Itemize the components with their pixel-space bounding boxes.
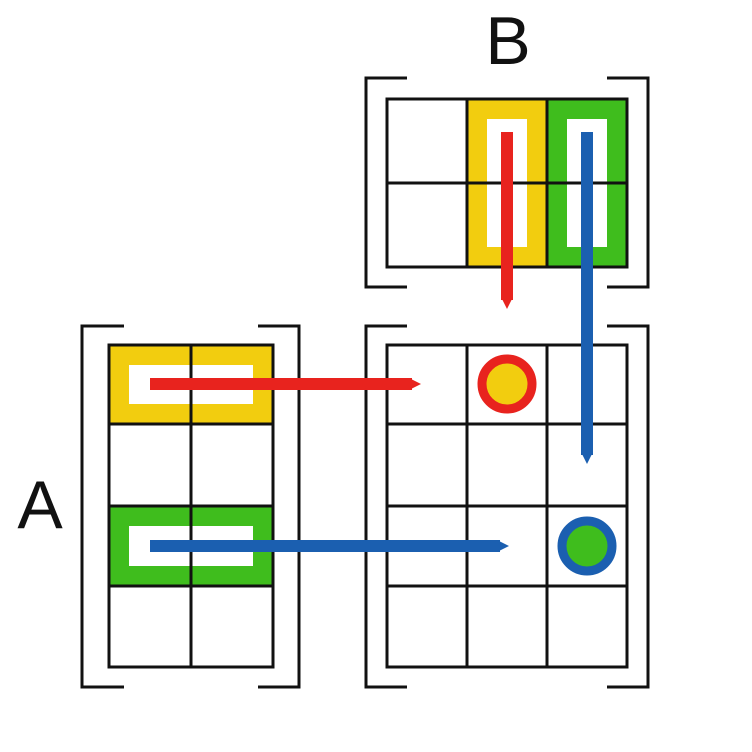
matrix-a-label: A — [17, 467, 63, 543]
matrix-c — [364, 324, 650, 689]
matrix-c-left-bracket — [364, 324, 407, 689]
arrows — [150, 132, 593, 552]
result-cell-0-1-marker — [477, 354, 537, 414]
matrix-a-right-bracket — [258, 324, 301, 689]
matrix-c-right-bracket — [607, 324, 650, 689]
matrix-b-label: B — [485, 3, 530, 79]
result-cell-2-2-marker — [557, 516, 617, 576]
matrix-a-left-bracket — [80, 324, 124, 689]
matrix-b-right-bracket — [607, 76, 650, 289]
matrix-b-left-bracket — [364, 76, 407, 289]
